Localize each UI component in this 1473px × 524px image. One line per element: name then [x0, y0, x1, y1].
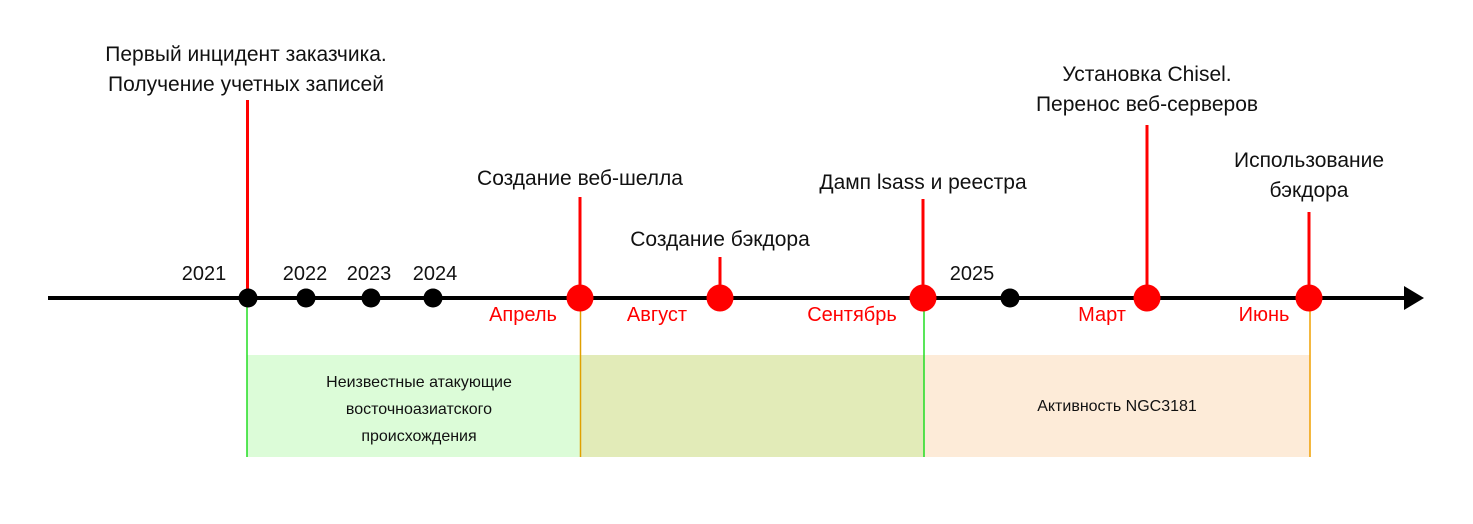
event-label-line: Установка Chisel. [1062, 63, 1232, 86]
month-label: Сентябрь [807, 304, 897, 326]
month-label: Август [626, 304, 688, 326]
event-label-line: Первый инцидент заказчика. [105, 43, 387, 66]
event-label-chisel: Установка Chisel. Перенос веб-серверов [1036, 60, 1258, 120]
band-label-unknown-attackers: Неизвестные атакующие восточноазиатского… [326, 369, 512, 450]
year-label: 2022 [282, 263, 328, 285]
event-label-line: Использование [1233, 149, 1385, 172]
event-marker [909, 284, 937, 312]
event-label-backdoor-usage: Использование бэкдора [1234, 146, 1384, 206]
band-label-line: восточноазиатского [345, 401, 493, 418]
year-label: 2025 [949, 263, 995, 285]
month-label: Июнь [1238, 304, 1290, 326]
event-label-line: Получение учетных записей [108, 73, 384, 96]
month-label: Апрель [489, 304, 557, 326]
arrow-head-icon [1404, 286, 1424, 310]
band-unknown-attackers [247, 355, 580, 457]
event-marker [706, 284, 734, 312]
band-overlap [580, 355, 924, 457]
band-label-ngc3181: Активность NGC3181 [1037, 398, 1197, 415]
band-label-line: Неизвестные атакующие [326, 374, 512, 391]
year-label: 2024 [412, 263, 458, 285]
event-marker [566, 284, 594, 312]
year-marker [296, 288, 316, 308]
event-marker [1133, 284, 1161, 312]
event-label-line: Перенос веб-серверов [1035, 93, 1259, 116]
year-marker [361, 288, 381, 308]
year-marker [423, 288, 443, 308]
year-label: 2021 [181, 263, 227, 285]
band-label-line: происхождения [361, 428, 477, 445]
event-label-first-incident: Первый инцидент заказчика. Получение уче… [105, 40, 387, 100]
month-label: Март [1078, 304, 1126, 326]
year-marker [238, 288, 258, 308]
band-ngc3181 [924, 355, 1310, 457]
event-label-lsass-dump: Дамп lsass и реестра [819, 171, 1027, 194]
event-marker [1295, 284, 1323, 312]
year-label: 2023 [346, 263, 392, 285]
event-label-backdoor: Создание бэкдора [630, 228, 810, 251]
year-marker [1000, 288, 1020, 308]
event-label-line: бэкдора [1269, 179, 1349, 202]
event-label-webshell: Создание веб-шелла [477, 167, 683, 190]
